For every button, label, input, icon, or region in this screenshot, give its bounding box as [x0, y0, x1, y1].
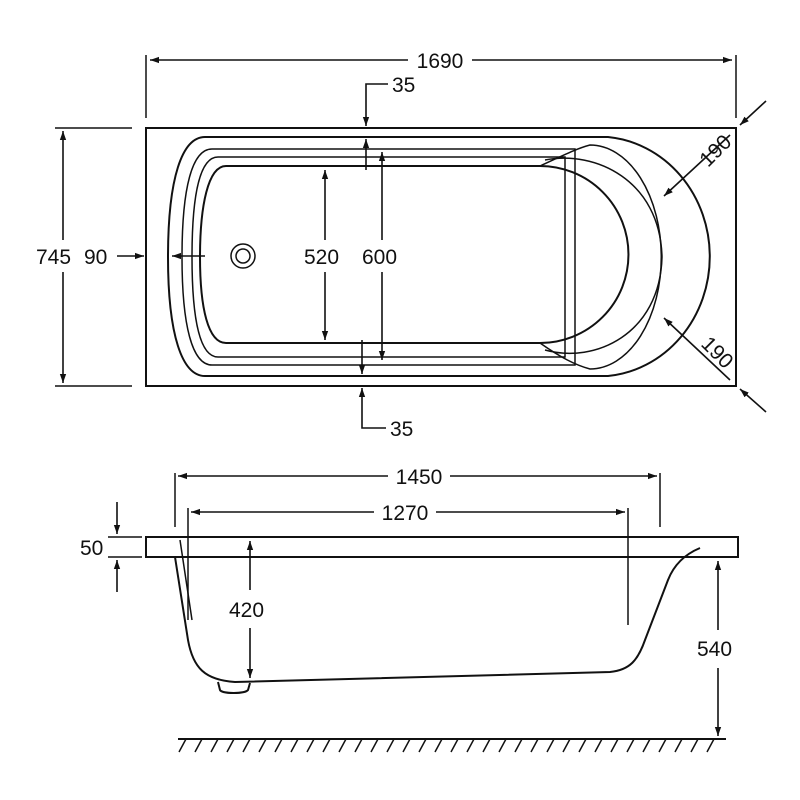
floor-hatch-mark [450, 738, 459, 753]
floor-hatch-mark [258, 738, 267, 753]
corner-top-label: 190 [695, 130, 736, 171]
side-rim [145, 536, 739, 558]
floor-hatch-mark [530, 738, 539, 753]
drain-icon [230, 243, 256, 269]
top-view-outline [145, 127, 737, 387]
side-inner-wall [179, 539, 193, 621]
floor-hatch-mark [274, 738, 283, 753]
headrest-inner-curve [544, 157, 663, 354]
floor-hatch-mark [658, 738, 667, 753]
dim-corner-bottom: 190 [663, 317, 767, 413]
floor-hatch-mark [674, 738, 683, 753]
floor-hatch-mark [386, 738, 395, 753]
floor-hatch-mark [354, 738, 363, 753]
headrest-curve [539, 144, 663, 370]
dim-bottom-length: 1270 [187, 502, 629, 625]
basin-second-rim [181, 148, 576, 366]
floor-hatch-mark [434, 738, 443, 753]
dim-height: 540 [697, 561, 732, 736]
dim-depth: 420 [229, 541, 264, 678]
side-tub-body [174, 547, 701, 684]
bottom-length-label: 1270 [382, 502, 429, 525]
inner-width-520-label: 520 [304, 246, 339, 269]
floor-hatch-mark [466, 738, 475, 753]
floor-hatch-mark [402, 738, 411, 753]
floor-hatch-mark [370, 738, 379, 753]
dim-corner-top: 190 [663, 100, 767, 197]
floor-hatch-mark [690, 738, 699, 753]
floor-hatch-mark [578, 738, 587, 753]
depth-label: 420 [229, 599, 264, 622]
rim-left-label: 90 [84, 246, 107, 269]
floor-hatch-mark [626, 738, 635, 753]
overall-width-label: 745 [36, 246, 71, 269]
floor-hatch-mark [178, 738, 187, 753]
floor-hatch-mark [642, 738, 651, 753]
dim-rim-thickness: 50 [80, 502, 142, 592]
floor-hatch-mark [610, 738, 619, 753]
floor-hatch-mark [514, 738, 523, 753]
rim-top-label: 35 [392, 74, 415, 97]
dim-rim-bottom: 35 [358, 340, 413, 441]
rim-bottom-label: 35 [390, 418, 413, 441]
floor-hatch-mark [242, 738, 251, 753]
dim-top-length: 1450 [174, 466, 661, 527]
floor-hatch-mark [322, 738, 331, 753]
waste-outlet-icon [217, 681, 251, 694]
floor-hatch-mark [498, 738, 507, 753]
floor-hatch-mark [418, 738, 427, 753]
floor-hatch-mark [546, 738, 555, 753]
top-length-label: 1450 [396, 466, 443, 489]
top-view: 1690 745 90 35 35 [36, 50, 767, 441]
floor-hatch-mark [482, 738, 491, 753]
floor-hatch-mark [706, 738, 715, 753]
floor-hatch-mark [290, 738, 299, 753]
floor-hatch-mark [194, 738, 203, 753]
corner-bottom-label: 190 [696, 332, 737, 373]
floor-hatch-mark [210, 738, 219, 753]
height-label: 540 [697, 638, 732, 661]
floor-hatch-mark [226, 738, 235, 753]
dim-overall-width: 745 [36, 127, 132, 387]
floor-hatching [178, 738, 726, 753]
floor-hatch-mark [562, 738, 571, 753]
dim-inner-width-600: 600 [362, 152, 397, 360]
side-view: 1450 1270 50 420 540 [80, 466, 739, 753]
inner-width-600-label: 600 [362, 246, 397, 269]
floor-hatch-mark [306, 738, 315, 753]
basin-floor [198, 165, 630, 344]
dim-overall-length: 1690 [145, 50, 737, 118]
dim-rim-top: 35 [362, 74, 415, 170]
floor-hatch-mark [338, 738, 347, 753]
basin-third-rim [191, 156, 566, 358]
dim-rim-left: 90 [84, 246, 205, 269]
floor-hatch-mark [594, 738, 603, 753]
dim-inner-width-520: 520 [304, 170, 339, 340]
overall-length-label: 1690 [417, 50, 464, 73]
rim-thickness-label: 50 [80, 537, 103, 560]
